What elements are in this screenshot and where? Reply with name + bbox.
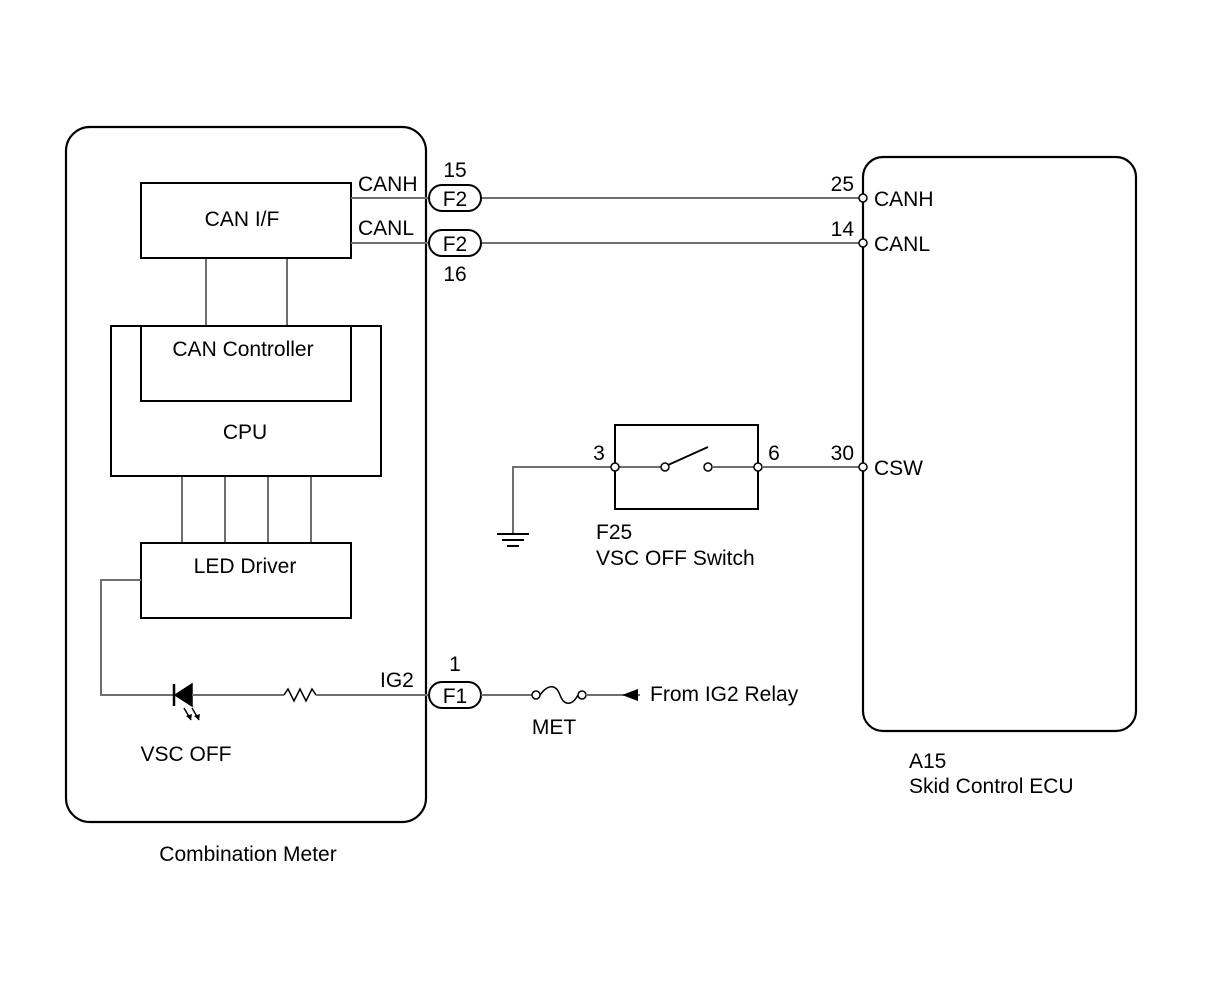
fuse-icon	[531, 686, 587, 704]
switch-contact	[703, 462, 713, 472]
led-label: VSC OFF	[140, 743, 231, 766]
cpu-label: CPU	[223, 421, 267, 444]
arrow-left-icon	[622, 689, 638, 701]
canh-line: CANH 15 F2	[351, 159, 861, 212]
canh-signal-label: CANH	[358, 173, 418, 196]
led-icon	[172, 682, 200, 721]
fuse-label: MET	[532, 716, 577, 739]
canl-pin-label: 16	[443, 263, 466, 286]
skid-control-ecu: 25 CANH 14 CANL 30 CSW A15 Skid Control …	[831, 155, 1138, 798]
ecu-outline	[861, 155, 1138, 733]
can-controller-label: CAN Controller	[172, 338, 313, 361]
ecu-code: A15	[909, 750, 946, 773]
combination-meter-title: Combination Meter	[159, 843, 336, 866]
resistor-icon	[283, 687, 317, 703]
ground-icon	[497, 533, 529, 547]
switch-terminal-6	[753, 462, 763, 472]
ecu-pin-signal: CANL	[874, 233, 930, 256]
ecu-pin-signal: CSW	[874, 457, 923, 480]
switch-terminal-3	[610, 462, 620, 472]
ig2-label: IG2	[380, 669, 414, 692]
canl-signal-label: CANL	[358, 217, 414, 240]
fuse-source-label: From IG2 Relay	[650, 683, 799, 706]
connector-f2-canh: F2	[428, 184, 482, 212]
ecu-pin-number: 25	[831, 173, 854, 196]
switch-lever-icon	[667, 446, 709, 466]
can-controller-box	[140, 325, 352, 402]
ig2-line: F1 1 MET From IG2 Relay	[428, 653, 799, 739]
canh-pin-label: 15	[443, 159, 466, 182]
switch-pin-left: 3	[593, 442, 605, 465]
led-wire	[100, 579, 175, 696]
led-driver-label: LED Driver	[194, 555, 297, 578]
ecu-pin-number: 30	[831, 442, 854, 465]
switch-name: VSC OFF Switch	[596, 547, 755, 570]
connector-f1: F1	[428, 681, 482, 709]
connector-f2-canl-label: F2	[443, 233, 468, 256]
connector-f2-canl: F2	[428, 229, 482, 257]
ecu-pin-number: 14	[831, 218, 855, 241]
switch-pin-right: 6	[768, 442, 780, 465]
ig2-pin-label: 1	[449, 653, 461, 676]
can-if-label: CAN I/F	[205, 208, 280, 231]
connector-f2-canh-label: F2	[443, 188, 468, 211]
ground-wire	[512, 466, 615, 533]
can-if-box	[140, 182, 352, 259]
ecu-pin-signal: CANH	[874, 188, 934, 211]
ecu-terminal	[858, 238, 868, 248]
canl-line: CANL 16 F2	[351, 217, 861, 286]
connector-f1-label: F1	[443, 685, 468, 708]
combination-meter: CAN I/F CAN Controller CPU LED Driver VS…	[64, 125, 428, 866]
ecu-terminal	[858, 193, 868, 203]
ecu-terminal	[858, 462, 868, 472]
ecu-name: Skid Control ECU	[909, 775, 1074, 798]
switch-code: F25	[596, 521, 632, 544]
switch-contact	[660, 462, 670, 472]
vsc-off-switch: 3 6 F25 VSC OFF Switch	[497, 424, 861, 570]
